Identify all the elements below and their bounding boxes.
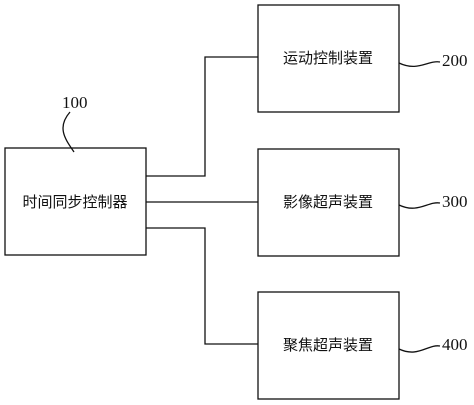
controller-label: 时间同步控制器	[22, 193, 127, 211]
device-label-1: 运动控制装置	[283, 49, 373, 67]
device-label-2: 影像超声装置	[283, 193, 373, 211]
device-ref-leader-3	[398, 345, 441, 353]
controller-ref-number: 100	[62, 93, 88, 112]
device-box-1	[257, 4, 400, 113]
device-ref-number-3: 400	[442, 335, 468, 354]
device-ref-leader-2	[398, 202, 441, 209]
device-box-2	[257, 148, 400, 257]
controller-ref-leader	[62, 111, 75, 153]
device-label-3: 聚焦超声装置	[283, 336, 373, 354]
connector-to-device-1	[146, 56, 258, 177]
device-box-3	[257, 291, 400, 400]
device-ref-leader-1	[398, 61, 441, 68]
connector-to-device-3	[146, 227, 258, 345]
device-ref-number-2: 300	[442, 192, 468, 211]
device-ref-number-1: 200	[442, 51, 468, 70]
